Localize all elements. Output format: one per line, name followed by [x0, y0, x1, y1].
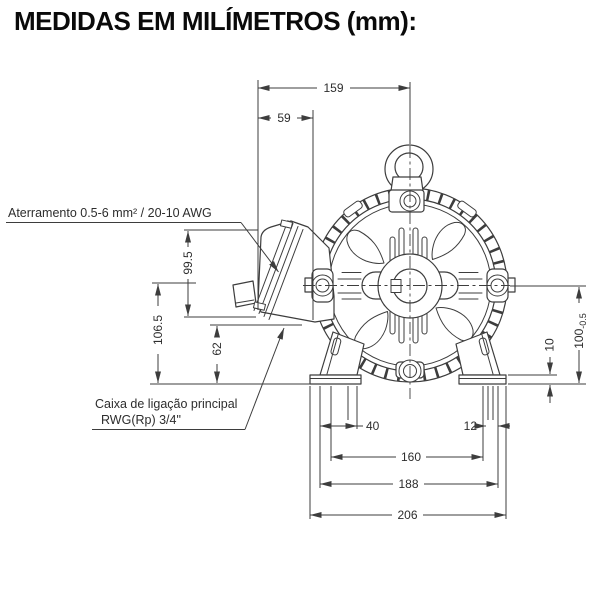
dimension-188: 188: [320, 477, 498, 491]
left-foot-slot: [330, 337, 342, 356]
dim-value-206: 206: [397, 508, 417, 522]
dimension-206: 206: [310, 508, 506, 522]
dim-value-100: 100-0.5: [572, 313, 588, 349]
dim-value-40: 40: [366, 419, 380, 433]
dimension-160: 160: [331, 450, 483, 464]
terminal-box-lid: [253, 220, 304, 320]
dimension-62: 62: [210, 324, 302, 383]
dimension-12: 12: [464, 419, 510, 433]
centerlines: [303, 146, 510, 399]
dimension-40: 40: [320, 419, 380, 433]
dimension-106-5: 106.5: [150, 282, 310, 385]
dim-value-160: 160: [401, 450, 421, 464]
mounting-feet: [309, 331, 507, 385]
frame-lug-upper-left: [343, 200, 363, 218]
page-title: MEDIDAS EM MILÍMETROS (mm):: [14, 6, 417, 36]
dim-value-59: 59: [277, 111, 291, 125]
lid-screw-top: [279, 219, 294, 229]
dim-value-62: 62: [210, 342, 224, 356]
terminal-box-label-line1: Caixa de ligação principal: [95, 397, 237, 411]
dim-value-188: 188: [398, 477, 418, 491]
dimension-99-5: 99.5: [181, 229, 258, 318]
right-foot-slot: [478, 337, 490, 356]
eyebolt-shank: [390, 176, 424, 192]
dimension-10: 10: [508, 338, 557, 403]
frame-lug-upper-right: [457, 200, 477, 218]
dim-value-159: 159: [323, 81, 343, 95]
motor-front-view: [232, 144, 516, 385]
right-foot-plate: [458, 374, 507, 385]
dim-value-106-5: 106.5: [151, 315, 165, 345]
eyebolt: [384, 144, 434, 213]
lid-screw-bottom: [252, 301, 267, 311]
dim-value-10: 10: [543, 338, 557, 352]
dimension-100: 100-0.5: [508, 285, 588, 385]
left-foot-plate: [309, 374, 362, 385]
grounding-label: Aterramento 0.5-6 mm² / 20-10 AWG: [8, 206, 212, 220]
dim-value-12: 12: [464, 419, 478, 433]
terminal-box-label-line2: RWG(Rp) 3/4": [101, 413, 181, 427]
keyway: [390, 279, 402, 293]
terminal-box-leader-line: [244, 327, 285, 430]
terminal-box-callout: Caixa de ligação principal RWG(Rp) 3/4": [92, 327, 285, 430]
dim-value-99-5: 99.5: [181, 251, 195, 275]
grounding-callout: Aterramento 0.5-6 mm² / 20-10 AWG: [6, 206, 279, 273]
grounding-leader-line: [240, 222, 279, 273]
dimension-59: 59: [258, 110, 314, 320]
